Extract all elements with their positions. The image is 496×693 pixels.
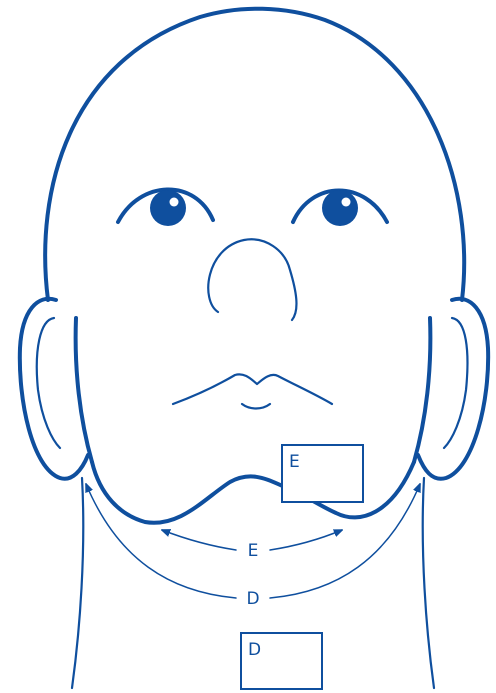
left-cheek-line [76, 318, 92, 462]
right-neck-line [423, 478, 434, 688]
inner-arc-left [162, 530, 236, 550]
right-ear-inner [444, 318, 467, 448]
outer-arc-left [86, 484, 236, 598]
nose [208, 239, 296, 320]
left-neck-line [72, 478, 83, 688]
upper-pad-label: E [289, 452, 300, 472]
jaw-outline [92, 462, 414, 523]
inner-arc-label: E [248, 541, 259, 561]
mouth [173, 374, 332, 404]
outer-arc-label: D [246, 589, 259, 609]
right-eye-icon [322, 190, 358, 226]
lower-pad-label: D [248, 640, 261, 660]
left-eye-highlight [170, 198, 179, 207]
left-eye-icon [150, 190, 186, 226]
right-cheek-line [414, 318, 430, 462]
lower-lip [242, 404, 270, 409]
inner-arc-right [270, 530, 342, 550]
left-ear-inner [37, 318, 60, 448]
right-eye-highlight [342, 198, 351, 207]
head-outline [45, 9, 464, 300]
